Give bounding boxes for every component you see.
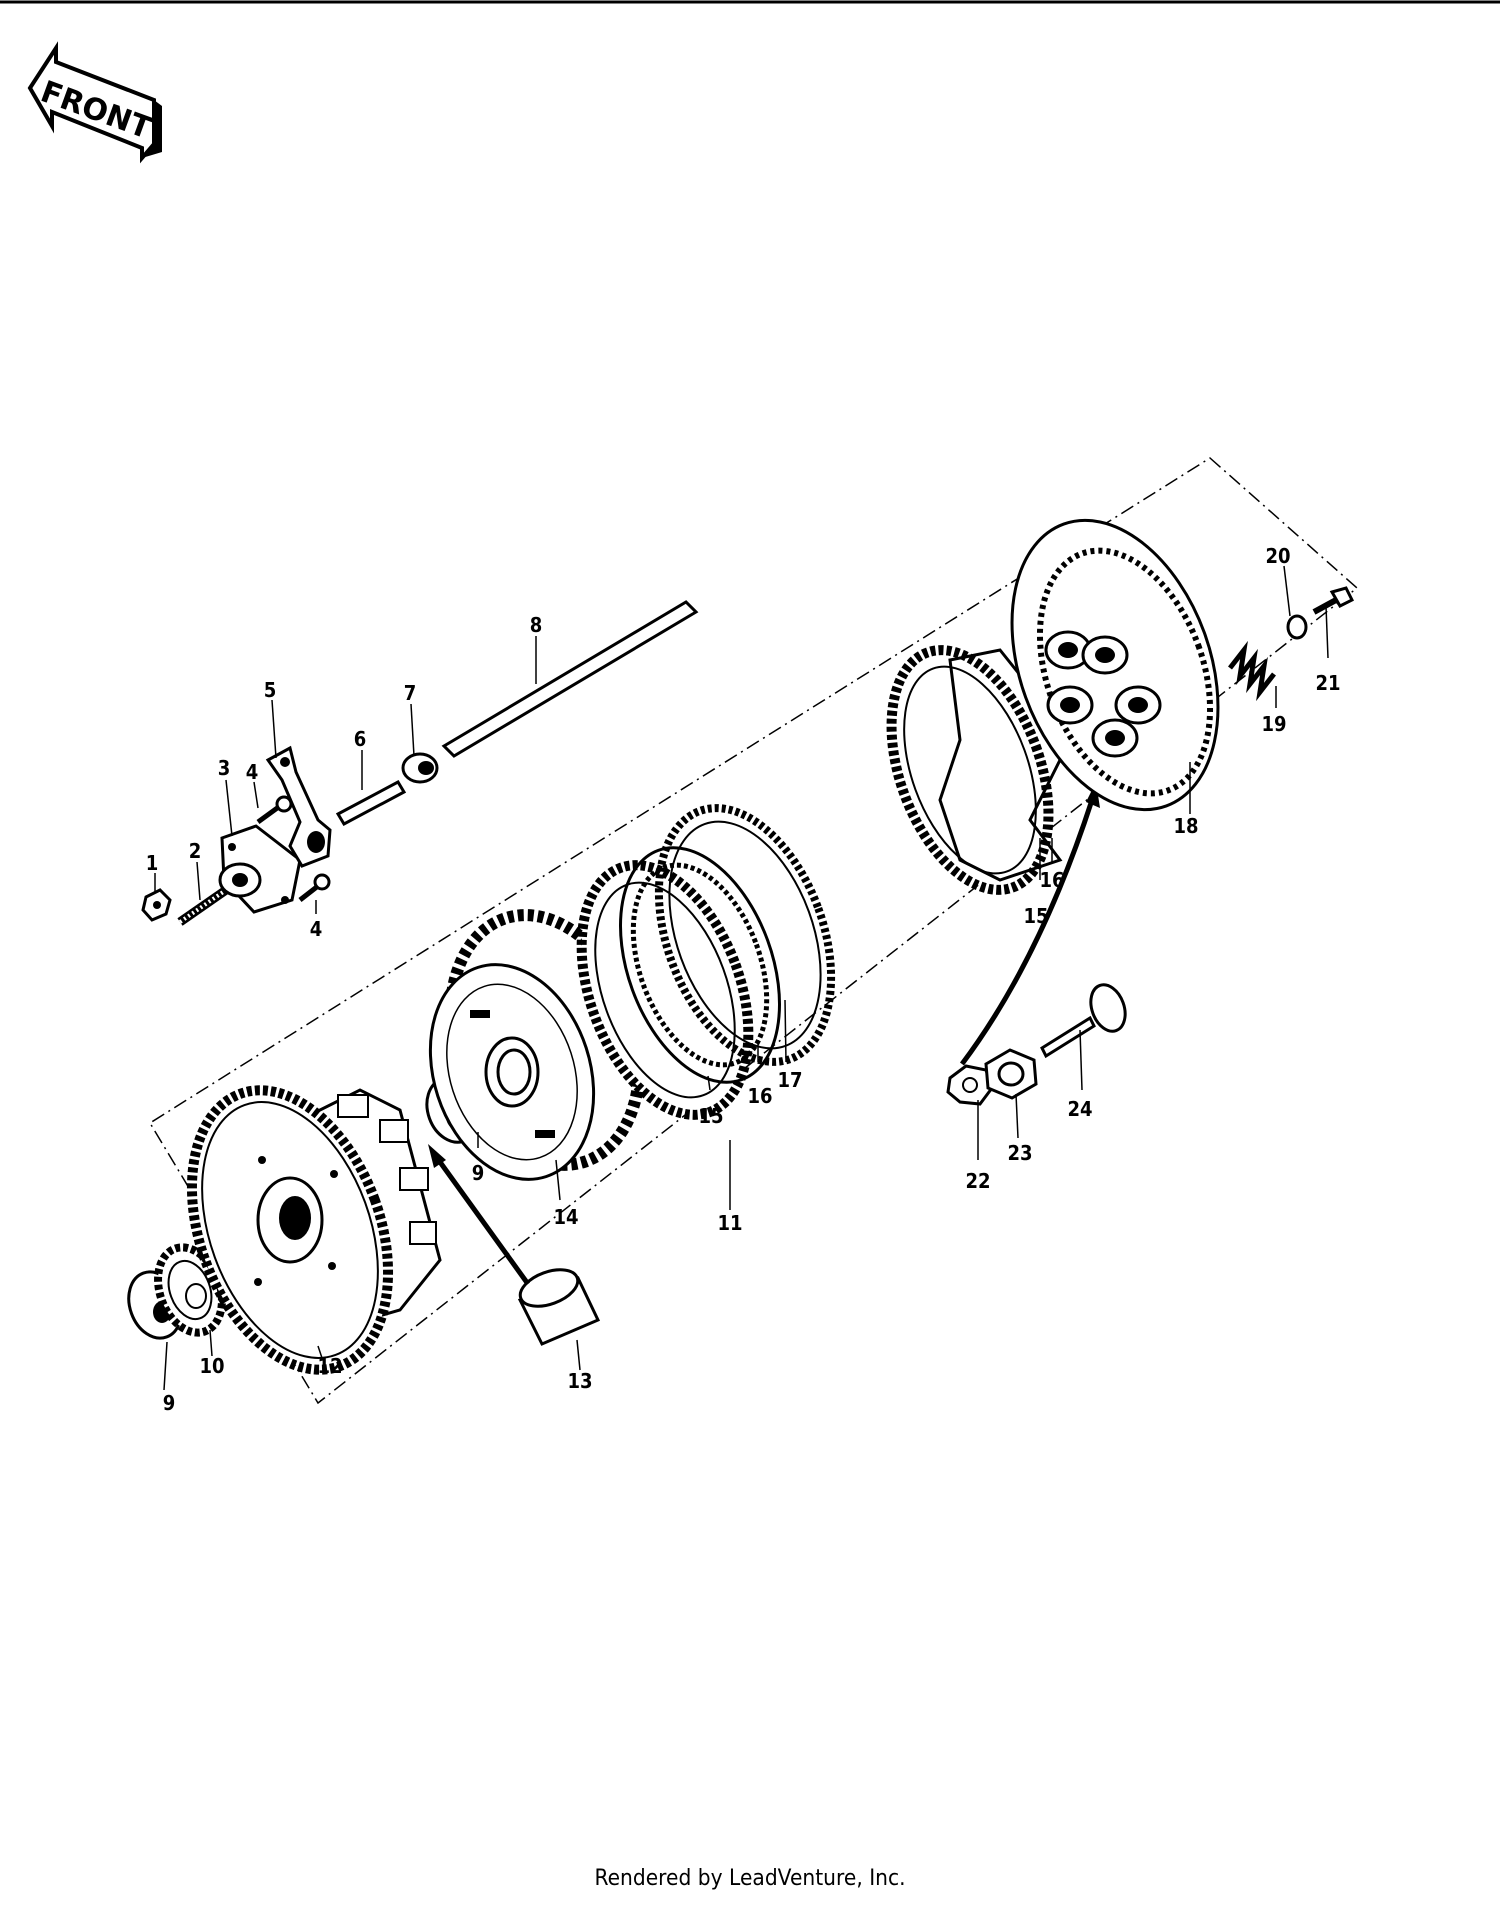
leader-lines [154, 565, 1329, 1391]
front-direction-arrow-icon: FRONT [27, 41, 162, 164]
callout-22: 22 [965, 1169, 990, 1193]
part-21-bolt [1312, 586, 1355, 615]
callout-23: 23 [1007, 1141, 1032, 1165]
callout-21: 21 [1315, 671, 1340, 695]
part-24-push-piece [1040, 983, 1127, 1059]
callout-5: 5 [264, 678, 277, 702]
part-6-pin [335, 780, 407, 826]
callout-1: 1 [146, 851, 159, 875]
callout-24: 24 [1067, 1097, 1092, 1121]
callout-16-lower: 16 [747, 1084, 772, 1108]
callout-3: 3 [218, 756, 231, 780]
install-arrow-lower [428, 1144, 531, 1286]
part-7-bearing [401, 752, 439, 784]
callout-9-lower: 9 [163, 1391, 176, 1415]
callout-15-lower: 15 [698, 1104, 723, 1128]
callout-7: 7 [404, 681, 417, 705]
callout-8: 8 [530, 613, 543, 637]
callout-19: 19 [1261, 712, 1286, 736]
part-19-clutch-spring [1228, 640, 1276, 702]
part-1-nut [141, 888, 172, 922]
part-15-friction-plate-upper [886, 645, 1054, 895]
callout-4-lower: 4 [310, 917, 323, 941]
callout-10: 10 [199, 1354, 224, 1378]
part-8-push-rod [441, 600, 699, 758]
callout-16-upper: 16 [1039, 868, 1064, 892]
callout-labels: 1 2 3 4 4 5 6 7 8 9 9 10 11 12 13 14 15 … [146, 544, 1341, 1415]
callout-18: 18 [1173, 814, 1198, 838]
part-20-washer [1286, 614, 1308, 640]
part-4-screw-upper [256, 795, 293, 825]
callout-2: 2 [189, 839, 202, 863]
part-4-screw-lower [298, 873, 331, 902]
callout-15-upper: 15 [1023, 904, 1048, 928]
callout-17: 17 [777, 1068, 802, 1092]
part-12-clutch-housing [186, 1085, 442, 1375]
footer-credit: Rendered by LeadVenture, Inc. [594, 1866, 906, 1891]
callout-4-upper: 4 [246, 760, 259, 784]
part-2-adjust-screw [177, 886, 229, 926]
callout-13: 13 [567, 1369, 592, 1393]
part-3-release-housing [218, 824, 302, 914]
callout-12: 12 [317, 1354, 342, 1378]
part-23-hub-nut [984, 1048, 1038, 1100]
part-13-spacer [517, 1268, 601, 1346]
callout-9-upper: 9 [472, 1161, 485, 1185]
callout-11: 11 [717, 1211, 742, 1235]
callout-20: 20 [1265, 544, 1290, 568]
callout-6: 6 [354, 727, 367, 751]
part-5-release-lever [265, 745, 332, 868]
callout-14: 14 [553, 1205, 578, 1229]
assembly-boundary [148, 457, 1359, 1405]
part-22-lock-washer [946, 1064, 994, 1106]
part-16-steel-plate-lower [619, 846, 781, 1084]
part-18-pressure-plate [1010, 518, 1220, 812]
part-15-friction-plate-lower [576, 860, 754, 1120]
